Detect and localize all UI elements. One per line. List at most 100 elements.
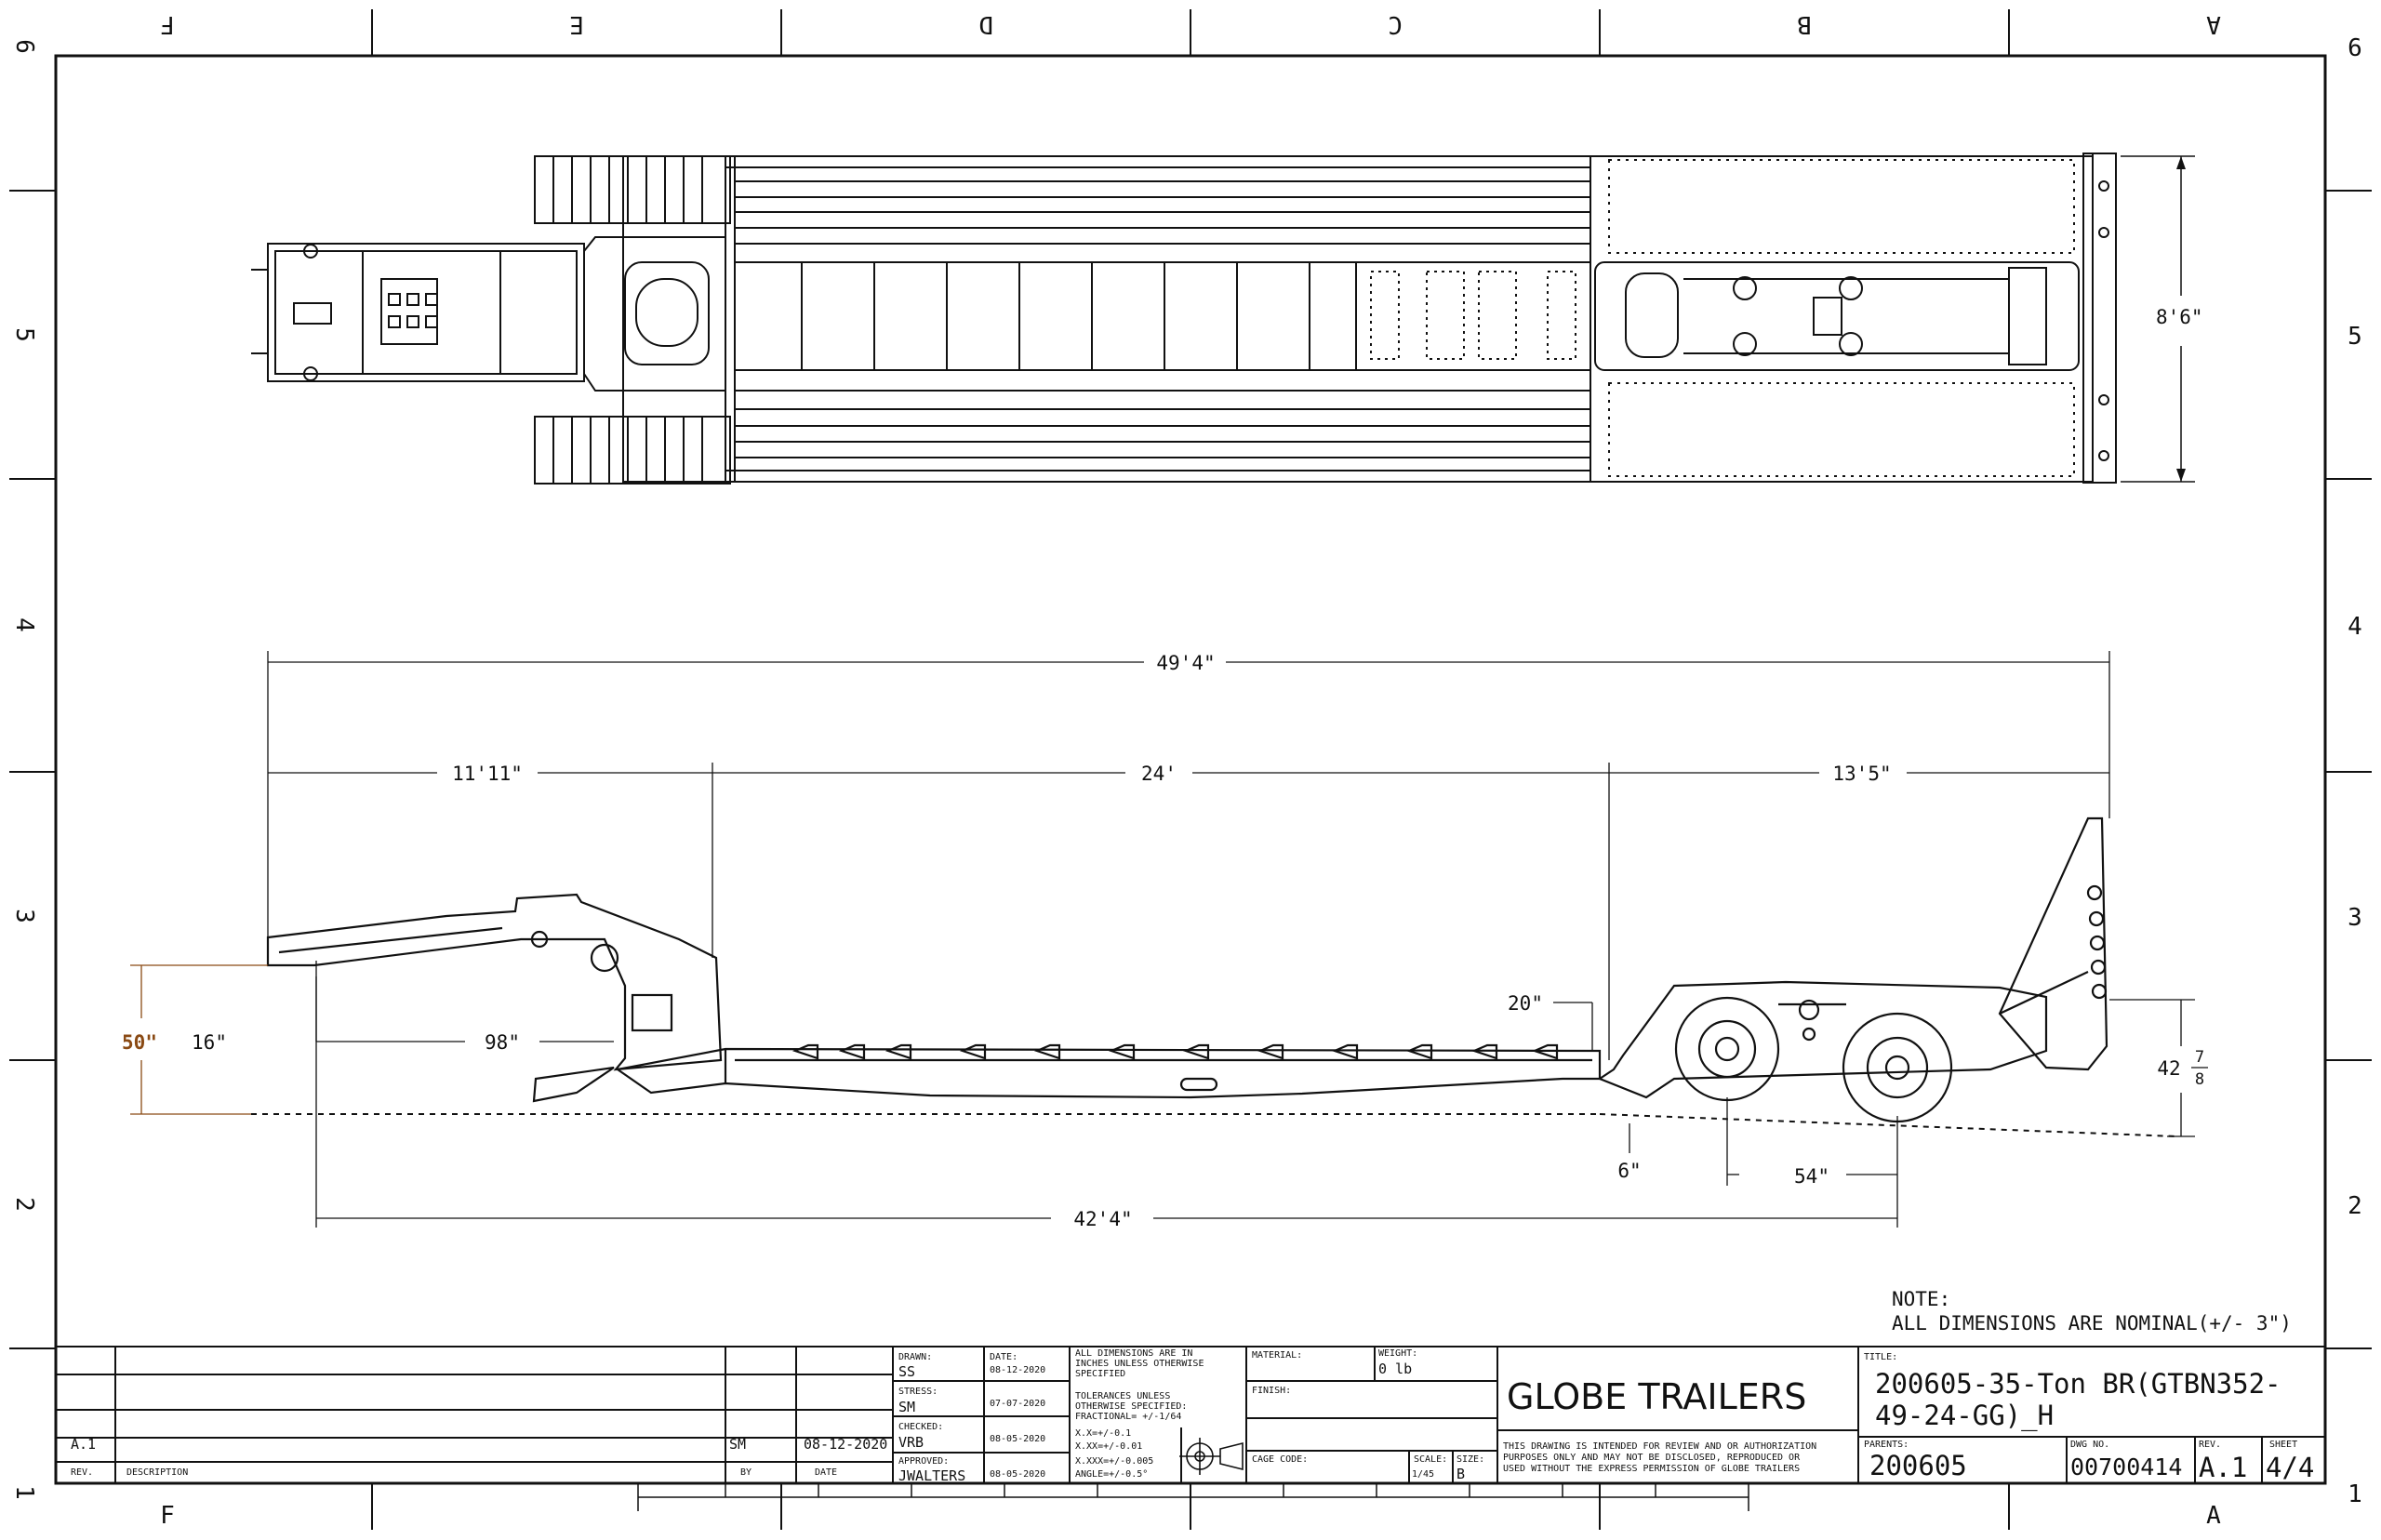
tolerance-line-9: X.XXX=+/-0.005 — [1075, 1456, 1153, 1467]
width-arrow-bottom — [2176, 469, 2186, 482]
kingpin-to-axle-label: 42'4" — [1073, 1208, 1132, 1230]
rev-header-rev: REV. — [71, 1467, 93, 1478]
stress-label: STRESS: — [898, 1387, 938, 1397]
rear-height-label: 42 — [2157, 1057, 2180, 1080]
tolerance-line-5: OTHERWISE SPECIFIED: — [1075, 1401, 1187, 1412]
disclaimer-line-3: USED WITHOUT THE EXPRESS PERMISSION OF G… — [1503, 1464, 1800, 1474]
rear-height-numerator: 7 — [2195, 1048, 2204, 1067]
drawing-border — [54, 54, 2327, 1485]
scale-value: 1/45 — [1412, 1469, 1434, 1480]
drawing-title-line-1: 200605-35-Ton BR(GTBN352- — [1875, 1368, 2281, 1400]
drawn-value: SS — [898, 1363, 915, 1380]
zone-row-1-right: 1 — [2348, 1480, 2362, 1508]
drawn-date-label: DATE: — [990, 1352, 1018, 1362]
tolerance-line-3: SPECIFIED — [1075, 1369, 1125, 1379]
rev-row-date: 08-12-2020 — [804, 1436, 887, 1453]
rev-row-rev: A.1 — [71, 1436, 96, 1453]
stress-date: 07-07-2020 — [990, 1399, 1045, 1409]
zone-row-2-right: 2 — [2348, 1192, 2362, 1220]
parents-label: PARENTS: — [1864, 1440, 1909, 1450]
zone-row-5-left: 5 — [10, 327, 38, 342]
tolerance-line-6: FRACTIONAL= +/-1/64 — [1075, 1412, 1181, 1422]
stress-value: SM — [898, 1399, 915, 1415]
approved-value: JWALTERS — [898, 1467, 965, 1484]
cage-code-label: CAGE CODE: — [1252, 1454, 1308, 1465]
kingpin-setback-label: 16" — [192, 1031, 227, 1054]
gooseneck-length-label: 11'11" — [452, 763, 523, 785]
drawn-date: 08-12-2020 — [990, 1365, 1045, 1375]
zone-ticks — [9, 9, 2372, 1530]
zone-row-3-left: 3 — [10, 909, 38, 923]
tolerance-line-4: TOLERANCES UNLESS — [1075, 1391, 1170, 1401]
approved-label: APPROVED: — [898, 1456, 949, 1467]
zone-row-3-right: 3 — [2348, 904, 2362, 932]
checked-date: 08-05-2020 — [990, 1434, 1045, 1444]
ground-clearance-label: 50" — [122, 1031, 157, 1054]
overall-length-label: 49'4" — [1156, 652, 1215, 674]
zone-col-d-top: D — [978, 10, 993, 38]
note-heading: NOTE: — [1892, 1288, 1950, 1310]
width-arrow-top — [2176, 156, 2186, 169]
zone-col-e-top: E — [569, 10, 584, 38]
axle-spread-label: 54" — [1794, 1165, 1829, 1188]
width-dimension — [2121, 155, 2195, 483]
zone-col-f-bottom: F — [160, 1502, 175, 1530]
sheet-value: 4/4 — [2266, 1452, 2314, 1483]
width-dimension-label: 8'6" — [2156, 306, 2203, 328]
zone-col-a-bottom: A — [2206, 1502, 2221, 1530]
zone-row-4-left: 4 — [10, 617, 38, 632]
zone-row-6-left: 6 — [10, 39, 38, 54]
zone-row-6-right: 6 — [2348, 34, 2362, 62]
weight-label: WEIGHT: — [1378, 1348, 1417, 1359]
tolerance-line-7: X.X=+/-0.1 — [1075, 1428, 1131, 1439]
rev-row-by: SM — [729, 1436, 746, 1453]
deck-length-label: 24' — [1141, 763, 1177, 785]
tolerance-line-8: X.XX=+/-0.01 — [1075, 1441, 1142, 1452]
rear-length-label: 13'5" — [1832, 763, 1891, 785]
tolerance-line-10: ANGLE=+/-0.5° — [1075, 1469, 1148, 1480]
disclaimer-line-1: THIS DRAWING IS INTENDED FOR REVIEW AND … — [1503, 1441, 1816, 1452]
finish-label: FINISH: — [1252, 1386, 1291, 1396]
title-label: TITLE: — [1864, 1352, 1897, 1362]
checked-label: CHECKED: — [898, 1422, 943, 1432]
material-label: MATERIAL: — [1252, 1350, 1302, 1361]
deck-drop-label: 6" — [1617, 1160, 1641, 1182]
drawing-title-line-2: 49-24-GG)_H — [1875, 1400, 2054, 1432]
rev-label: REV. — [2199, 1440, 2221, 1450]
side-dimension-lines — [267, 651, 2195, 1228]
company-name: GLOBE TRAILERS — [1507, 1376, 1806, 1417]
weight-value: 0 lb — [1378, 1361, 1412, 1377]
approved-date: 08-05-2020 — [990, 1469, 1045, 1480]
zone-row-1-left: 1 — [10, 1485, 38, 1500]
parents-value: 200605 — [1869, 1450, 1967, 1481]
tolerance-line-2: INCHES UNLESS OTHERWISE — [1075, 1359, 1204, 1369]
projection-symbol-icon — [1179, 1438, 1244, 1475]
zone-row-4-right: 4 — [2348, 613, 2362, 641]
rev-header-date: DATE — [815, 1467, 837, 1478]
zone-col-f-top: F — [160, 10, 175, 38]
note-text: ALL DIMENSIONS ARE NOMINAL(+/- 3") — [1892, 1312, 2292, 1334]
dwg-no-value: 00700414 — [2070, 1454, 2182, 1480]
rev-header-by: BY — [740, 1467, 752, 1478]
size-value: B — [1457, 1466, 1465, 1482]
dwg-no-label: DWG NO. — [2070, 1440, 2109, 1450]
zone-row-2-left: 2 — [10, 1197, 38, 1212]
rev-value: A.1 — [2199, 1452, 2247, 1483]
sheet-label: SHEET — [2269, 1440, 2297, 1450]
size-label: SIZE: — [1457, 1454, 1484, 1465]
zone-row-5-right: 5 — [2348, 323, 2362, 351]
title-block — [55, 1346, 2326, 1484]
trailer-side-view — [266, 816, 2108, 1123]
trailer-top-view — [251, 153, 2117, 485]
rev-header-description: DESCRIPTION — [126, 1467, 188, 1478]
tolerance-line-1: ALL DIMENSIONS ARE IN — [1075, 1348, 1192, 1359]
scale-label: SCALE: — [1414, 1454, 1447, 1465]
zone-col-c-top: C — [1388, 10, 1403, 38]
ground-line-rear — [1599, 1113, 2177, 1137]
ground-clearance-dimension — [130, 964, 268, 1115]
zone-col-b-top: B — [1797, 10, 1812, 38]
drawn-label: DRAWN: — [898, 1352, 932, 1362]
deck-rise-label: 20" — [1508, 992, 1543, 1015]
rear-height-denominator: 8 — [2195, 1070, 2204, 1089]
